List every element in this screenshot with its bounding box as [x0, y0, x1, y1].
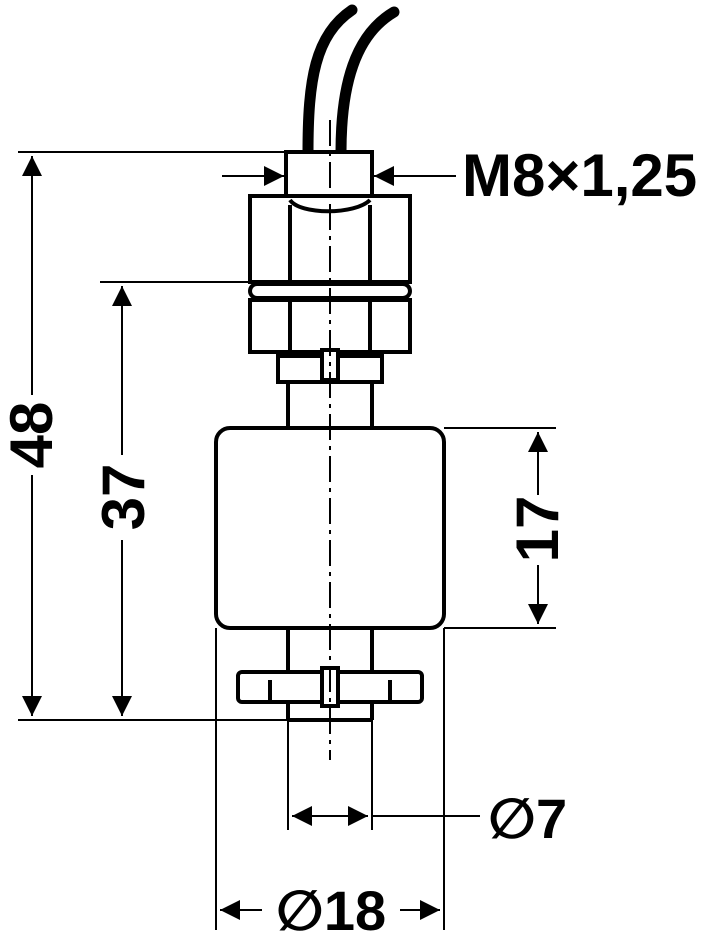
dim-48-label: 48 [0, 402, 65, 469]
cables [302, 4, 400, 158]
dim-7-label: ∅7 [488, 787, 567, 850]
thread-label: M8×1,25 [462, 142, 697, 209]
stem-upper [286, 382, 374, 428]
dim-18-label: ∅18 [276, 879, 386, 939]
cable-right [335, 6, 400, 158]
dim-17-label: 17 [504, 496, 571, 563]
cable-left [302, 4, 358, 158]
dim-37-label: 37 [90, 464, 157, 531]
